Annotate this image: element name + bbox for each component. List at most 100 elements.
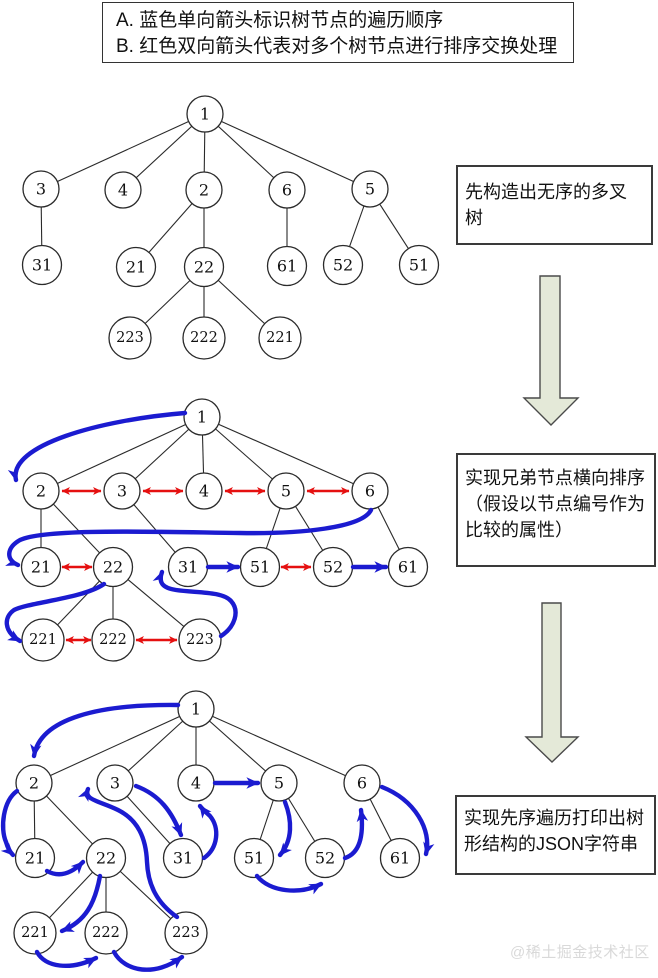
tree-node-label: 222 [99,632,127,648]
tree-node-label: 52 [315,849,335,868]
tree-node-label: 4 [191,774,201,793]
tree-node-sibling-sort-51 [239,546,281,588]
tree-node-label: 4 [118,181,128,200]
tree-node-unordered-52 [322,244,364,286]
traversal-arrow-6-61 [379,784,435,857]
legend-line-blue: A. 蓝色单向箭头标识树节点的遍历顺序 [116,10,444,31]
legend-line-red: B. 红色双向箭头代表对多个树节点进行排序交换处理 [116,36,558,58]
tree-node-sibling-sort-61 [387,546,429,588]
tree-edge-1-3 [40,113,206,190]
tree-node-sibling-sort-223 [178,618,222,662]
tree-node-unordered-21 [115,246,157,288]
tree-node-label: 5 [365,180,375,199]
tree-node-label: 223 [116,330,144,346]
tree-node-label: 22 [194,258,214,277]
tree-node-unordered-4 [104,171,142,209]
tree-node-label: 221 [21,925,49,941]
tree-node-label: 222 [190,330,218,346]
tree-node-preorder-222 [84,911,128,955]
tree-node-label: 61 [277,257,297,276]
tree-node-unordered-5 [351,170,389,208]
traversal-arrow-223-3 [78,786,180,920]
tree-node-label: 5 [281,482,291,501]
tree-node-preorder-2 [15,764,53,802]
tree-node-preorder-61 [379,837,421,879]
traversal-arrow-222-223 [111,949,185,972]
tree-node-unordered-31 [21,244,63,286]
step-label-sibling-sort: 实现兄弟节点横向排序（假设以节点编号作为比较的属性） [456,453,656,567]
tree-node-sibling-sort-5 [267,472,305,510]
tree-node-sibling-sort-4 [185,472,223,510]
traversal-arrow-22-221 [59,873,103,934]
tree-node-label: 222 [92,925,120,941]
tree-node-label: 61 [398,558,418,577]
tree-node-preorder-5 [260,764,298,802]
tree-node-preorder-22 [85,837,127,879]
tree-node-sibling-sort-21 [20,546,62,588]
tree-node-label: 6 [357,774,367,793]
tree-node-preorder-223 [164,911,208,955]
tree-node-sibling-sort-3 [103,472,141,510]
traversal-arrow-221-222 [34,949,99,969]
traversal-arrow-223-31 [152,569,238,639]
tree-node-label: 1 [197,408,207,427]
traversal-arrow-6-21 [5,507,374,568]
tree-edge-1-6 [201,416,371,492]
tree-node-label: 22 [103,558,123,577]
tree-node-label: 31 [173,849,193,868]
tree-node-sibling-sort-1 [183,398,221,436]
traversal-arrow-1-2 [7,410,188,483]
tree-node-unordered-2 [185,171,223,209]
tree-node-label: 6 [282,181,292,200]
tree-node-unordered-223 [108,316,152,360]
tree-node-label: 221 [266,330,294,346]
flow-arrow-down-1 [522,275,580,426]
traversal-arrow-5-51 [277,799,293,858]
tree-node-label: 2 [29,774,39,793]
tree-node-label: 52 [323,558,343,577]
tree-node-preorder-6 [343,764,381,802]
tree-node-label: 61 [390,849,410,868]
tree-node-label: 22 [96,849,116,868]
traversal-arrow-52-6 [342,807,369,861]
tree-node-label: 223 [172,925,200,941]
tree-node-sibling-sort-2 [22,472,60,510]
traversal-arrow-1-2 [30,702,181,759]
tree-node-preorder-51 [233,837,275,879]
tree-node-label: 31 [178,558,198,577]
tree-node-unordered-221 [258,316,302,360]
tree-node-label: 21 [25,849,45,868]
tree-node-unordered-3 [22,170,60,208]
step-label-text: 先构造出无序的多叉树 [465,181,627,228]
tree-edge-1-2 [33,708,197,784]
tree-edge-1-5 [201,416,287,492]
tree-node-label: 21 [126,258,146,277]
legend-box: A. 蓝色单向箭头标识树节点的遍历顺序 B. 红色双向箭头代表对多个树节点进行排… [102,2,574,63]
tree-node-sibling-sort-222 [91,618,135,662]
tree-node-label: 3 [36,180,46,199]
traversal-arrow-22-221 [4,581,107,644]
tree-node-unordered-22 [183,246,225,288]
tree-node-label: 1 [191,700,201,719]
tree-node-label: 223 [186,632,214,648]
tree-node-label: 6 [365,482,375,501]
tree-node-label: 221 [29,632,57,648]
tree-node-label: 2 [199,181,209,200]
traversal-arrow-21-22 [44,859,86,877]
traversal-arrow-3-31 [133,783,184,838]
tree-edge-1-5 [204,113,371,190]
tree-node-label: 31 [32,256,52,275]
tree-node-preorder-1 [177,690,215,728]
tree-node-unordered-51 [398,244,440,286]
step-label-text: 实现兄弟节点横向排序（假设以节点编号作为比较的属性） [465,468,645,541]
tree-node-unordered-61 [266,245,308,287]
step-label-preorder-json: 实现先序遍历打印出树形结构的JSON字符串 [455,795,656,875]
step-label-build-unordered-tree: 先构造出无序的多叉树 [456,165,653,245]
tree-node-preorder-221 [13,911,57,955]
tree-node-label: 51 [409,256,429,275]
tree-node-preorder-3 [96,764,134,802]
